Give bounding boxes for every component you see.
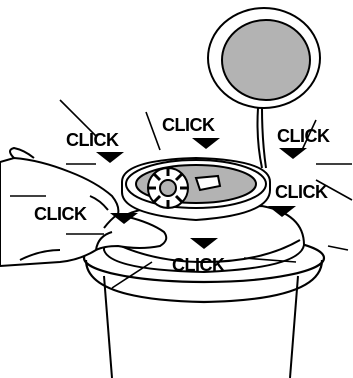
arrow-down-icon (190, 238, 218, 249)
container-body (104, 276, 298, 378)
click-label-top-left: CLICK (66, 131, 119, 149)
arrow-down-icon (110, 213, 138, 224)
click-label-bottom: CLICK (172, 256, 225, 274)
arrow-down-icon (192, 138, 220, 149)
arrow-down-icon (279, 148, 307, 159)
arrow-down-icon (96, 152, 124, 163)
click-label-mid-left: CLICK (34, 205, 87, 223)
click-label-mid-right: CLICK (275, 183, 328, 201)
click-label-top-right: CLICK (277, 127, 330, 145)
arrow-down-icon (268, 206, 296, 217)
filter-basket (122, 158, 270, 220)
click-label-top-center: CLICK (162, 116, 215, 134)
gear-icon (148, 168, 188, 208)
